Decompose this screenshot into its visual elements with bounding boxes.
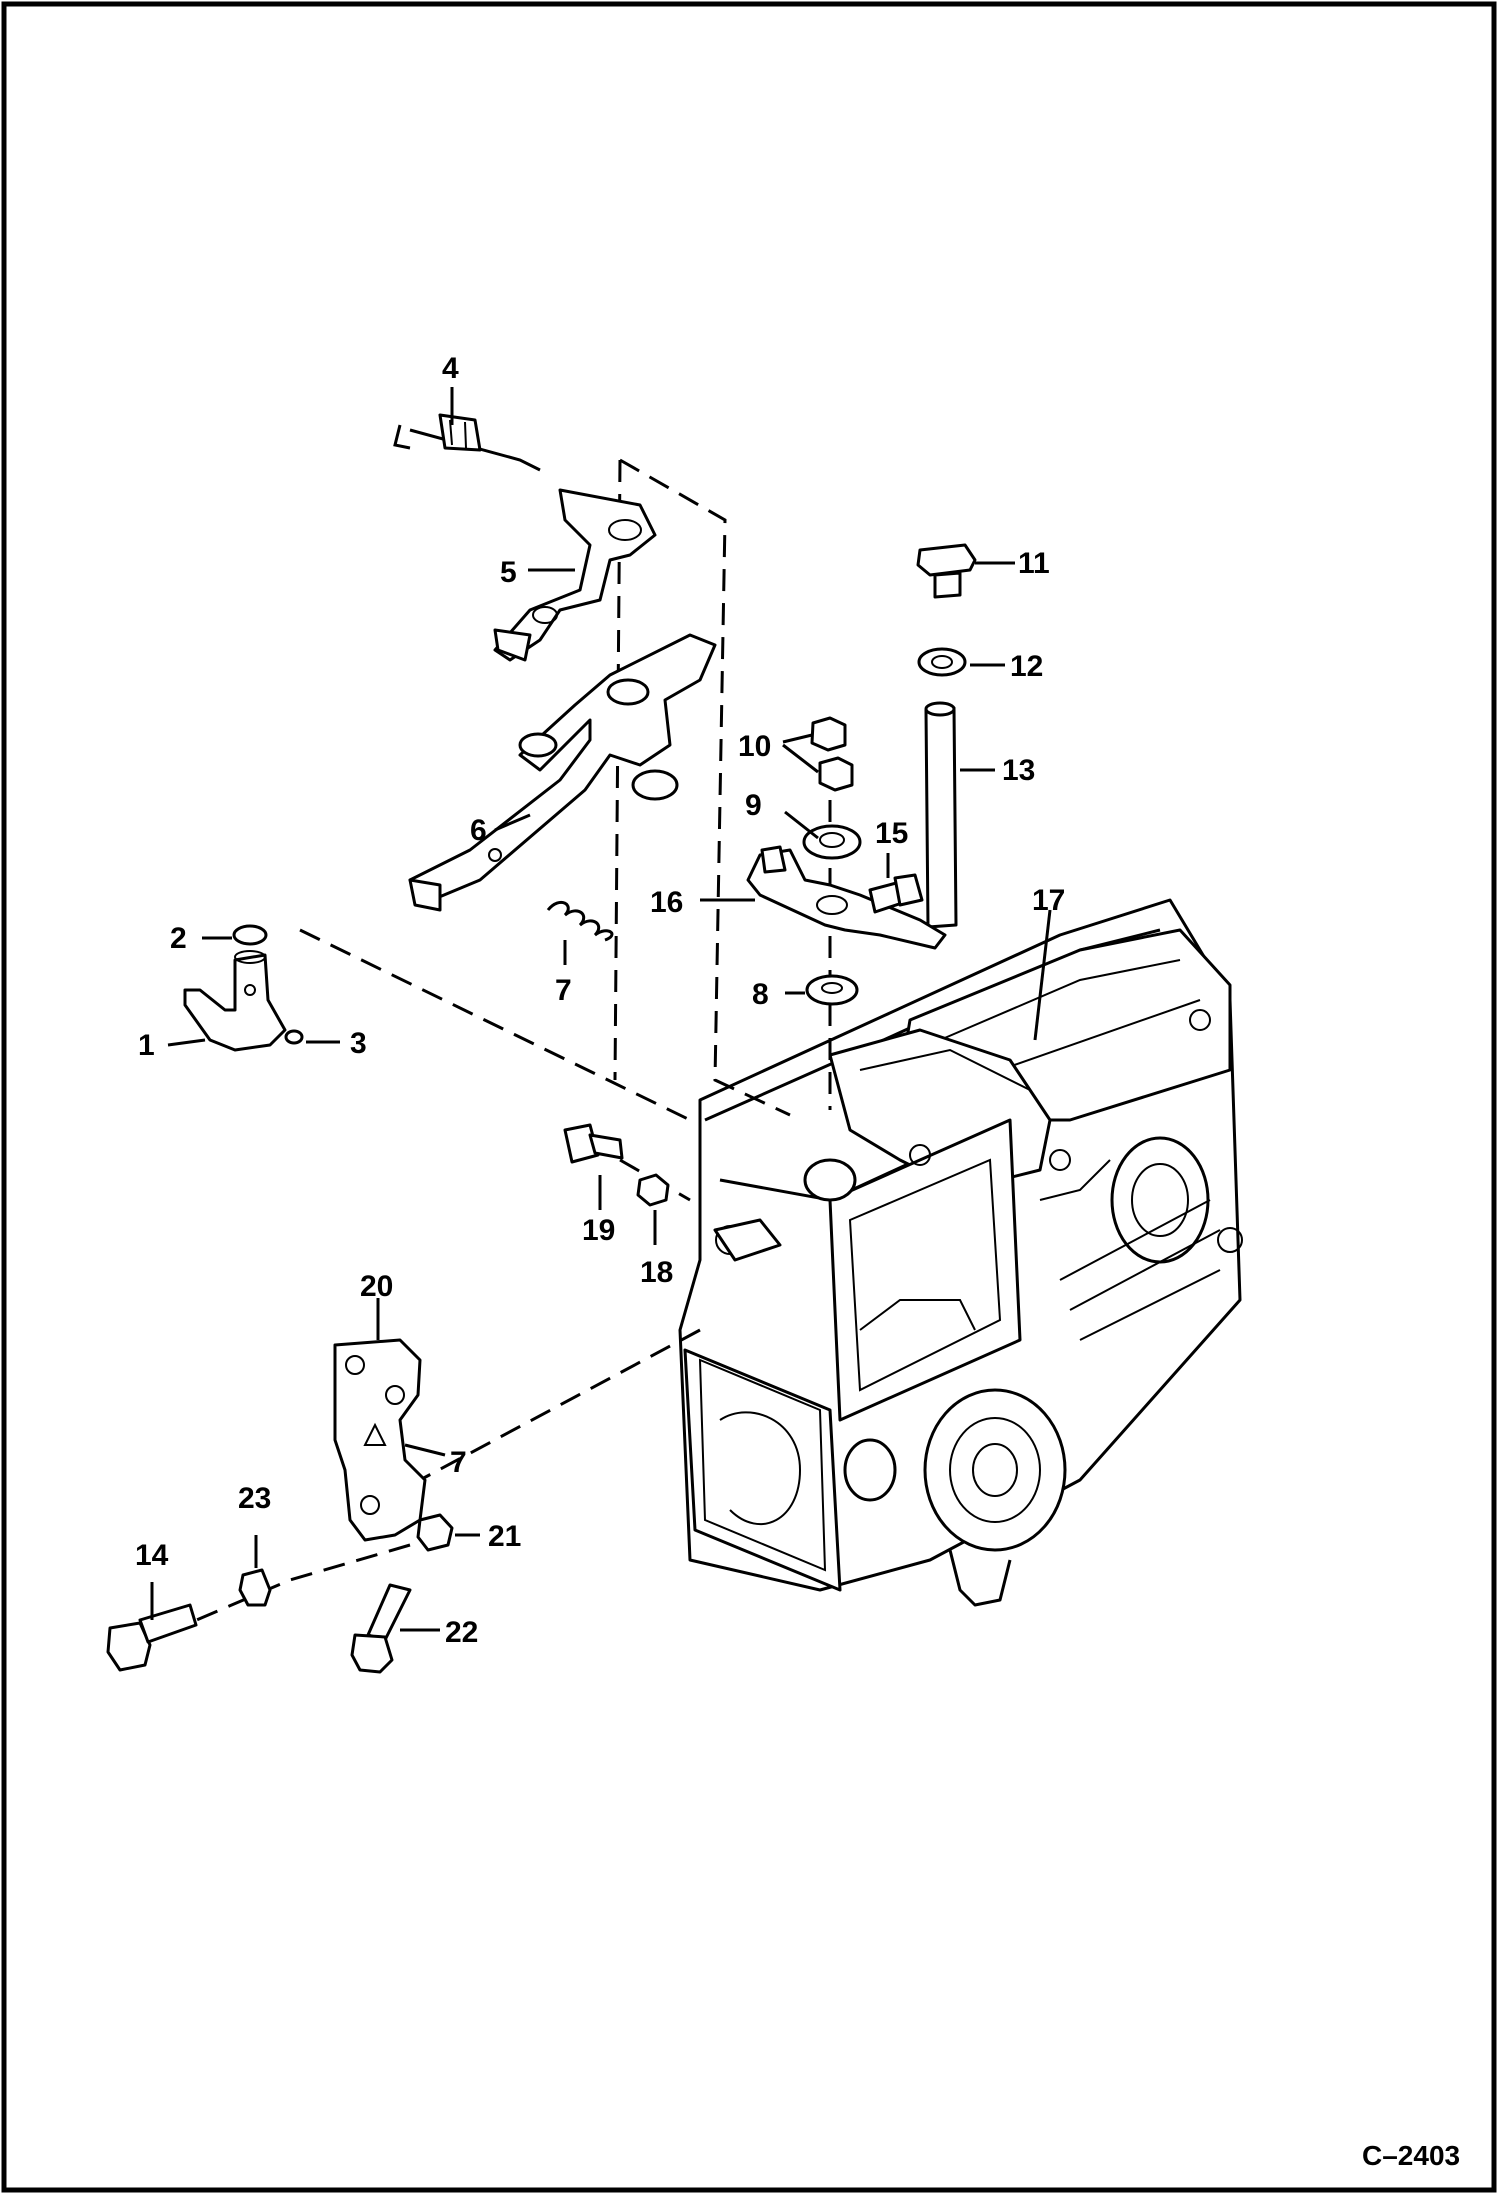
callout-5: 5: [500, 556, 517, 589]
part-6-shift-fork: [408, 633, 717, 912]
part-15-bolt: [868, 873, 924, 914]
drawing-number: C–2403: [1362, 2140, 1460, 2171]
callouts: 4 5 6 7 2 1 3 11 12 13 10 9 15 16 17 8 1…: [135, 352, 1065, 1649]
part-16-bracket: [746, 845, 947, 950]
callout-11: 11: [1018, 547, 1050, 580]
callout-6: 6: [470, 814, 487, 847]
callout-22: 22: [445, 1616, 478, 1649]
callout-10: 10: [738, 730, 771, 763]
callout-20: 20: [360, 1270, 393, 1303]
part-12-washer: [917, 647, 967, 677]
transmission-housing: [678, 898, 1243, 1607]
part-3-detent: [284, 1029, 304, 1045]
part-20-bracket-plate: [333, 1338, 427, 1542]
part-5-lever: [493, 488, 657, 662]
part-7-leader-lower: [404, 1443, 446, 1457]
part-13-rod: [924, 701, 958, 929]
callout-7-lower: 7: [450, 1446, 467, 1479]
callout-21: 21: [488, 1520, 521, 1553]
callout-18: 18: [640, 1256, 673, 1289]
callout-15: 15: [875, 817, 908, 850]
callout-19: 19: [582, 1214, 615, 1247]
callout-23: 23: [238, 1482, 271, 1515]
callout-9: 9: [745, 789, 762, 822]
part-14-bolt: [106, 1603, 198, 1672]
callout-17: 17: [1032, 884, 1065, 917]
part-22-bolt: [350, 1583, 412, 1674]
part-11-plug: [916, 543, 977, 599]
callout-3: 3: [350, 1027, 367, 1060]
part-18-nut: [636, 1173, 670, 1207]
callout-14: 14: [135, 1539, 169, 1572]
part-4-spring-clip: [393, 413, 541, 472]
part-21-nut: [416, 1513, 454, 1552]
callout-7-upper: 7: [555, 974, 572, 1007]
callout-13: 13: [1002, 754, 1035, 787]
part-7-spring: [546, 900, 614, 942]
callout-8: 8: [752, 978, 769, 1011]
part-8-spacer: [805, 974, 859, 1006]
callout-4: 4: [442, 352, 459, 385]
callout-1: 1: [138, 1029, 155, 1062]
part-19-bolt: [563, 1123, 624, 1164]
part-2-o-ring: [232, 924, 268, 946]
part-23-washer: [238, 1568, 272, 1607]
callout-16: 16: [650, 886, 683, 919]
part-10-nuts: [810, 716, 854, 792]
callout-12: 12: [1010, 650, 1043, 683]
part-9-washer: [802, 824, 862, 860]
part-1-shaft-lever: [183, 950, 287, 1052]
leader-lines: [150, 387, 1052, 1632]
callout-2: 2: [170, 922, 187, 955]
